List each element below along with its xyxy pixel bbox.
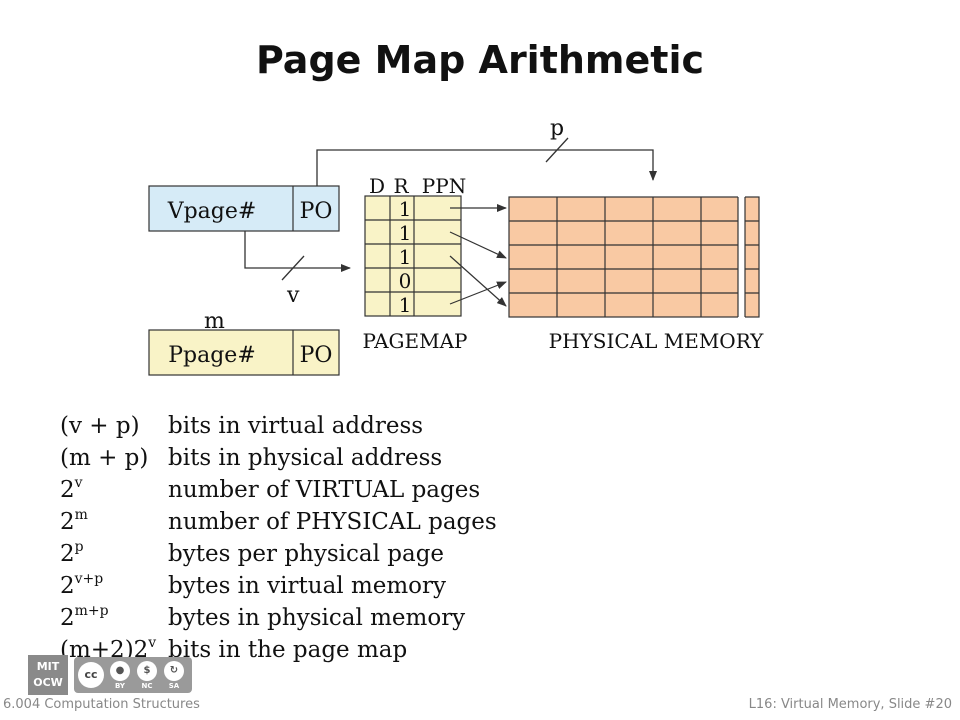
term-base: 2 [60, 477, 75, 503]
definition-term: (v + p) [60, 413, 140, 439]
nc-label: NC [141, 682, 153, 690]
definition-term: 2m [60, 506, 88, 538]
term-exponent: m [74, 507, 88, 523]
p-label: p [550, 116, 564, 141]
physical-memory: PHYSICAL MEMORY [508, 194, 764, 353]
term-exponent: p [74, 539, 84, 555]
pagemap-caption: PAGEMAP [362, 329, 467, 353]
term-exponent: v [148, 635, 157, 651]
page-offset-path: p [316, 116, 657, 186]
mapping-arrows [449, 204, 507, 307]
term-exponent: v [74, 475, 83, 491]
resident-bit: 0 [399, 269, 412, 293]
definition-term: 2p [60, 538, 84, 570]
ppage-label: Ppage# [168, 343, 256, 368]
by-label: BY [114, 682, 126, 690]
m-label: m [204, 309, 225, 334]
resident-bit: 1 [399, 197, 412, 221]
term-base: 2 [60, 509, 75, 535]
definition-desc: bytes per physical page [168, 541, 445, 567]
course-footer: 6.004 Computation Structures [3, 697, 200, 712]
license-badge[interactable]: MIT OCW cc ● $ ↻ BY NC SA [28, 655, 192, 695]
virtual-address-register: Vpage# PO [148, 185, 340, 232]
term-exponent: v+p [74, 571, 104, 587]
slide-title: Page Map Arithmetic [255, 38, 705, 82]
vpage-index-path: v [244, 231, 351, 308]
ppo-label: PO [300, 343, 333, 368]
pagemap-header-ppn: PPN [422, 174, 466, 198]
definition-term: 2v+p [60, 570, 103, 602]
pagemap-table: D R PPN 1 1 1 0 1 PAGEMAP [362, 174, 467, 353]
cc-icon: cc [78, 662, 104, 688]
resident-bit: 1 [399, 245, 412, 269]
mit-text: MIT [36, 660, 60, 673]
term-exponent: m+p [74, 603, 109, 619]
physical-address-register: Ppage# PO [148, 329, 340, 376]
definition-desc: bytes in virtual memory [168, 573, 447, 599]
definition-desc: number of PHYSICAL pages [168, 509, 497, 535]
term-base: 2 [60, 605, 75, 631]
vpo-label: PO [300, 199, 333, 224]
physical-memory-caption: PHYSICAL MEMORY [549, 329, 764, 353]
ocw-text: OCW [33, 676, 63, 689]
slide-footer: L16: Virtual Memory, Slide #20 [748, 697, 952, 712]
term-base: 2 [60, 541, 75, 567]
definition-desc: bits in physical address [168, 445, 443, 471]
definition-term: 2v [60, 474, 83, 506]
mit-ocw-logo: MIT OCW [28, 655, 68, 695]
nc-icon: $ [137, 661, 157, 681]
v-label: v [286, 283, 300, 308]
definition-desc: number of VIRTUAL pages [168, 477, 481, 503]
definition-desc: bits in virtual address [168, 413, 424, 439]
definition-term: (m + p) [60, 445, 149, 471]
definition-desc: bits in the page map [168, 637, 408, 663]
term-base: 2 [60, 573, 75, 599]
resident-bit: 1 [399, 221, 412, 245]
definition-desc: bytes in physical memory [168, 605, 466, 631]
pagemap-header-r: R [393, 174, 409, 198]
definition-term: 2m+p [60, 602, 109, 634]
vpage-label: Vpage# [167, 199, 257, 224]
sa-label: SA [168, 682, 180, 690]
sa-icon: ↻ [164, 661, 184, 681]
pagemap-header-d: D [369, 174, 385, 198]
resident-bit: 1 [399, 293, 412, 317]
creative-commons-badge: cc ● $ ↻ BY NC SA [74, 657, 192, 693]
by-icon: ● [110, 661, 130, 681]
